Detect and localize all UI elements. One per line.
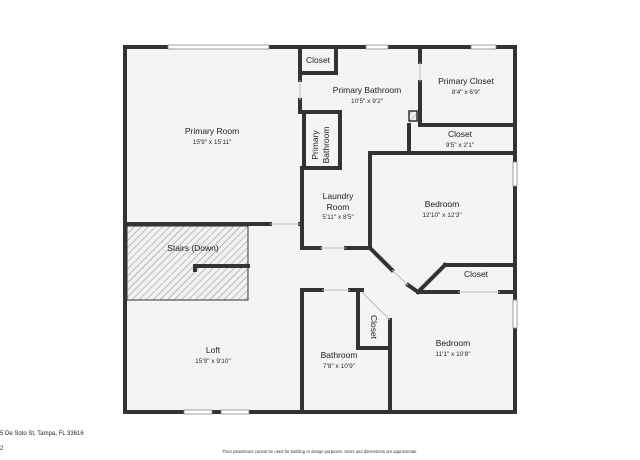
- room-primary-room-dim: 15'9" x 15'11": [193, 139, 232, 146]
- room-bedroom-1-name: Bedroom: [425, 199, 460, 209]
- room-loft-name: Loft: [206, 345, 221, 355]
- room-laundry-line1: Laundry: [323, 191, 354, 201]
- listing-address: 5 De Soto St, Tampa, FL 33616: [0, 431, 84, 437]
- room-laundry-line2: Room: [327, 202, 350, 212]
- room-laundry-dim: 5'11" x 8'5": [322, 214, 354, 221]
- room-closet-right-name: Closet: [464, 269, 489, 279]
- room-loft-dim: 15'9" x 9'10": [195, 358, 231, 365]
- stairs-area: [126, 225, 249, 301]
- room-bedroom-1-dim: 12'10" x 12'3": [422, 212, 462, 219]
- room-bedroom-2-name: Bedroom: [436, 338, 471, 348]
- room-closet-mid-dim: 9'5" x 2'1": [446, 142, 475, 149]
- room-primary-closet-dim: 8'4" x 6'9": [452, 89, 481, 96]
- room-primary-bathroom-name: Primary Bathroom: [333, 85, 402, 95]
- floor-plan-disclaimer: Floor plans/tours cannot be used for bui…: [222, 449, 418, 454]
- room-closet-small-name: Closet: [369, 315, 379, 340]
- room-bedroom-2-dim: 11'1" x 10'8": [435, 351, 471, 358]
- page-number: 2: [0, 446, 4, 452]
- utility-marker: [408, 110, 418, 122]
- room-stairs-name: Stairs (Down): [167, 243, 219, 253]
- room-closet-top-name: Closet: [306, 55, 331, 65]
- room-primary-bathroom-small-line1: Primary: [310, 130, 320, 160]
- room-bathroom-name: Bathroom: [321, 350, 358, 360]
- room-primary-closet-name: Primary Closet: [438, 76, 494, 86]
- door-openings: [270, 62, 500, 321]
- room-primary-bathroom-small-line2: Bathroom: [321, 127, 331, 164]
- room-bathroom-dim: 7'8" x 10'9": [323, 363, 356, 370]
- room-primary-room-name: Primary Room: [185, 126, 239, 136]
- windows: [167, 44, 518, 415]
- room-primary-bathroom-dim: 10'5" x 9'2": [351, 98, 384, 105]
- room-closet-mid-name: Closet: [448, 129, 473, 139]
